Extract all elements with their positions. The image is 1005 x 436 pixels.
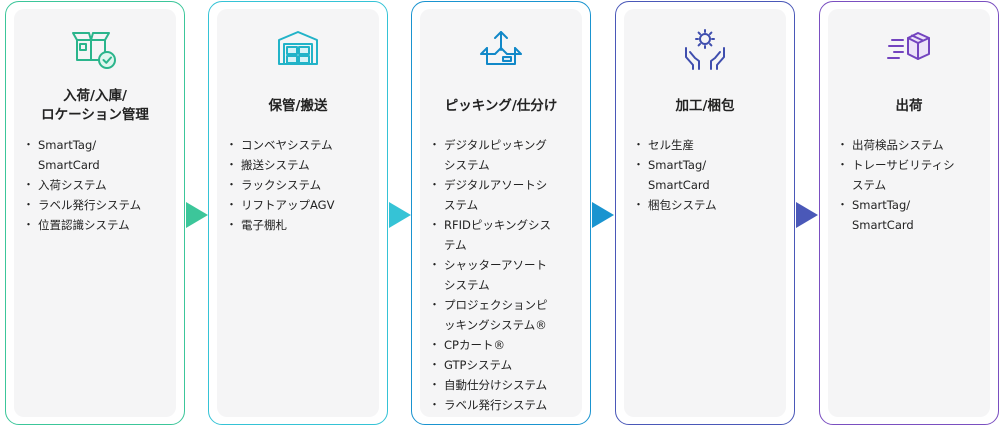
list-item: 位置認識システム <box>23 215 174 235</box>
hands-gear-icon <box>680 24 730 74</box>
list-item: コンベヤシステム <box>226 135 377 155</box>
flow-arrow <box>389 202 411 228</box>
stage-title: ピッキング/仕分け <box>444 98 558 114</box>
list-item: 搬送システム <box>226 155 377 175</box>
fast-box-icon <box>884 24 934 74</box>
flow-arrow <box>186 202 208 228</box>
list-item: CPカート® <box>429 335 580 355</box>
list-item: 入荷システム <box>23 175 174 195</box>
stage-card-body: 保管/搬送 コンベヤシステム 搬送システム ラックシステム リフトアップAGV … <box>217 9 379 417</box>
list-item: ラベル発行システム <box>23 195 174 215</box>
stage-card-shipping: 出荷 出荷検品システム トレーサビリティシ ステム SmartTag/ Smar… <box>819 1 999 425</box>
stage-title: 保管/搬送 <box>268 98 328 114</box>
stage-card-body: ピッキング/仕分け デジタルピッキング システム デジタルアソートシ ステム R… <box>420 9 582 417</box>
list-item: シャッターアソート システム <box>429 255 580 295</box>
stage-item-list: コンベヤシステム 搬送システム ラックシステム リフトアップAGV 電子棚札 <box>226 135 377 235</box>
list-item: SmartTag/ SmartCard <box>633 155 784 195</box>
stage-item-list: 出荷検品システム トレーサビリティシ ステム SmartTag/ SmartCa… <box>837 135 988 235</box>
stage-card-body: 出荷 出荷検品システム トレーサビリティシ ステム SmartTag/ Smar… <box>828 9 990 417</box>
list-item: ラベル発行システム <box>429 395 580 415</box>
stage-item-list: デジタルピッキング システム デジタルアソートシ ステム RFIDピッキングシス… <box>429 135 580 415</box>
list-item: デジタルアソートシ ステム <box>429 175 580 215</box>
list-item: SmartTag/ SmartCard <box>23 135 174 175</box>
box-check-icon <box>70 24 120 74</box>
list-item: リフトアップAGV <box>226 195 377 215</box>
stage-title: 加工/梱包 <box>675 98 735 114</box>
stage-card-storage: 保管/搬送 コンベヤシステム 搬送システム ラックシステム リフトアップAGV … <box>208 1 388 425</box>
list-item: デジタルピッキング システム <box>429 135 580 175</box>
stage-card-body: 加工/梱包 セル生産 SmartTag/ SmartCard 梱包システム <box>624 9 786 417</box>
list-item: 梱包システム <box>633 195 784 215</box>
list-item: SmartTag/ SmartCard <box>837 195 988 235</box>
list-item: 出荷検品システム <box>837 135 988 155</box>
stage-card-body: 入荷/入庫/ ロケーション管理 SmartTag/ SmartCard 入荷シス… <box>14 9 176 417</box>
list-item: GTPシステム <box>429 355 580 375</box>
warehouse-icon <box>273 24 323 74</box>
stage-card-processing: 加工/梱包 セル生産 SmartTag/ SmartCard 梱包システム <box>615 1 795 425</box>
stage-card-picking: ピッキング/仕分け デジタルピッキング システム デジタルアソートシ ステム R… <box>411 1 591 425</box>
stage-item-list: セル生産 SmartTag/ SmartCard 梱包システム <box>633 135 784 215</box>
list-item: セル生産 <box>633 135 784 155</box>
list-item: 電子棚札 <box>226 215 377 235</box>
flow-arrow <box>796 202 818 228</box>
stage-card-receiving: 入荷/入庫/ ロケーション管理 SmartTag/ SmartCard 入荷シス… <box>5 1 185 425</box>
list-item: ラックシステム <box>226 175 377 195</box>
list-item: 自動仕分けシステム <box>429 375 580 395</box>
list-item: トレーサビリティシ ステム <box>837 155 988 195</box>
stage-title: 入荷/入庫/ ロケーション管理 <box>41 88 149 123</box>
list-item: プロジェクションピ ッキングシステム® <box>429 295 580 335</box>
open-box-arrow-icon <box>476 24 526 74</box>
stage-title: 出荷 <box>895 98 923 114</box>
flow-arrow <box>592 202 614 228</box>
stage-item-list: SmartTag/ SmartCard 入荷システム ラベル発行システム 位置認… <box>23 135 174 235</box>
list-item: RFIDピッキングシス テム <box>429 215 580 255</box>
